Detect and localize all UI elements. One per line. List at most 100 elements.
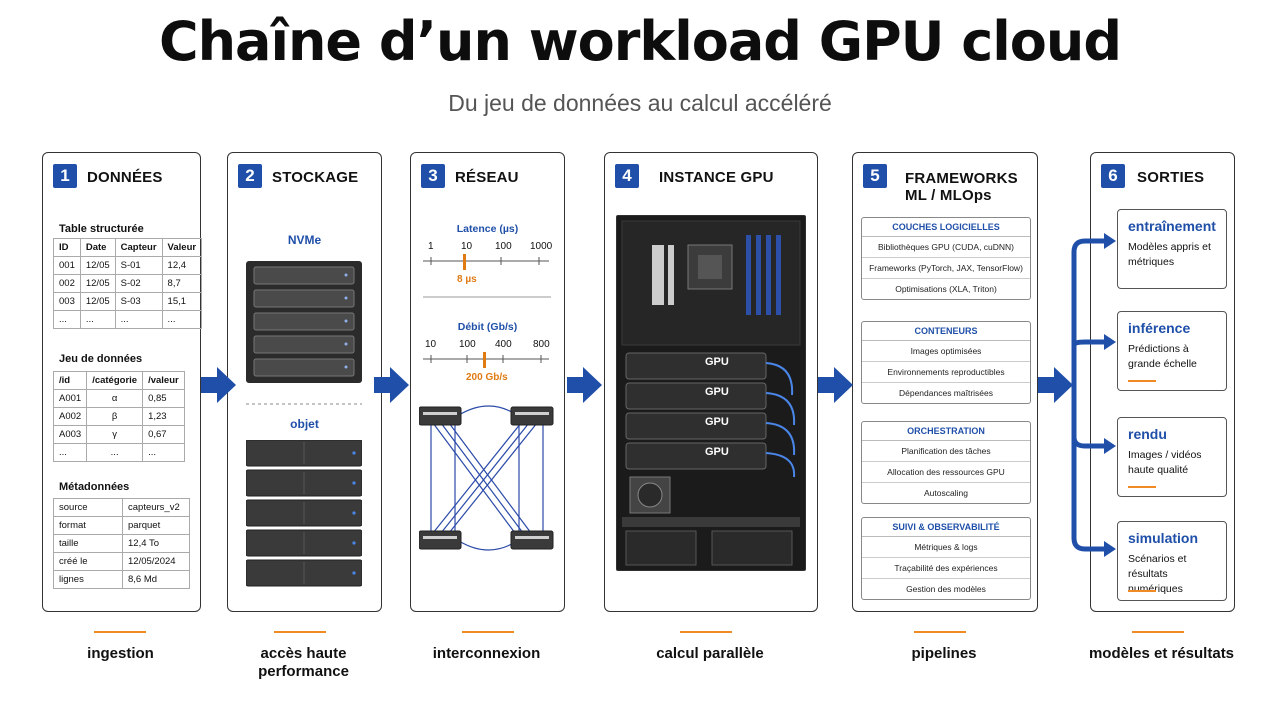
step-number-3: 3 (421, 164, 445, 188)
arrow-right-icon (374, 367, 409, 403)
table-cell: ... (79, 310, 116, 329)
fw-group-title: SUIVI & OBSERVABILITÉ (862, 518, 1030, 537)
page-subtitle: Du jeu de données au calcul accéléré (448, 90, 832, 116)
panel-title-frameworks-l2: ML / MLOps (905, 187, 992, 204)
latency-label: Latence (µs) (456, 223, 519, 235)
arrow-right-icon (201, 367, 236, 403)
panel-title-data: DONNÉES (87, 169, 163, 186)
table-cell: ... (142, 443, 185, 462)
meta-key: lignes (53, 570, 123, 589)
caption-pipelines: pipelines (911, 645, 977, 662)
table-row: ............ (53, 310, 203, 329)
output-inference: inférence Prédictions à grande échelle (1117, 311, 1227, 391)
fw-item: Métriques & logs (862, 537, 1030, 558)
fw-item: Frameworks (PyTorch, JAX, TensorFlow) (862, 258, 1030, 279)
output-desc: Scénarios et résultats numériques (1128, 553, 1187, 595)
panel-title-gpu-instance: INSTANCE GPU (659, 169, 774, 186)
fw-item: Bibliothèques GPU (CUDA, cuDNN) (862, 237, 1030, 258)
fw-item: Autoscaling (924, 488, 968, 498)
arrow-right-icon (1038, 367, 1073, 403)
caption-outputs: modèles et résultats (1088, 645, 1235, 662)
panel-frameworks: 5 FRAMEWORKS ML / MLOps COUCHES LOGICIEL… (852, 152, 1038, 612)
fw-group-title: ORCHESTRATION (862, 422, 1030, 441)
fw-item: Allocation des ressources GPU (862, 462, 1030, 483)
output-title: inférence (1128, 320, 1191, 336)
page-title: Chaîne d’un workload GPU cloud (158, 10, 1122, 73)
panel-network: 3 RÉSEAU Latence (µs) 1 10 100 1000 8 µs… (410, 152, 565, 612)
table-row: ......... (52, 443, 185, 462)
output-desc: Images / vidéos haute qualité (1128, 449, 1202, 476)
nvme-server-icon (246, 261, 362, 383)
panel-gpu-instance: 4 INSTANCE GPU GPU GPU GPU GPU (604, 152, 818, 612)
meta-value: 8,6 Md (122, 570, 190, 589)
caption-ingestion: ingestion (87, 645, 154, 662)
output-underline (1128, 380, 1156, 382)
bandwidth-tick: 10 (425, 339, 437, 350)
fw-group-orchestration: ORCHESTRATION Planification des tâches A… (861, 421, 1031, 504)
metadata-label: Métadonnées (59, 481, 130, 493)
output-underline (1128, 486, 1156, 488)
fw-group-software-layers: COUCHES LOGICIELLES Bibliothèques GPU (C… (861, 217, 1031, 300)
output-title: rendu (1128, 426, 1167, 442)
table-cell: S-03 (114, 292, 163, 311)
arrow-right-icon (818, 367, 853, 403)
arrow-head-icon (1104, 233, 1116, 249)
step-number-4: 4 (615, 164, 639, 188)
gpu-card-label: GPU (705, 416, 729, 428)
bandwidth-tick: 800 (533, 339, 550, 350)
table-cell: ... (52, 443, 88, 462)
output-desc: Prédictions à grande échelle (1128, 343, 1197, 370)
bandwidth-value: 200 Gb/s (466, 372, 508, 383)
fw-group-title: CONTENEURS (862, 322, 1030, 341)
structured-table-label: Table structurée (59, 223, 144, 235)
bandwidth-scale (423, 352, 549, 368)
caption-underline (462, 631, 514, 633)
panel-data: 1 DONNÉES Table structurée ID Date Capte… (42, 152, 203, 612)
latency-value: 8 µs (457, 274, 477, 285)
caption-underline (914, 631, 966, 633)
output-training: entraînement Modèles appris et métriques (1117, 209, 1227, 289)
nvme-label: NVMe (287, 233, 322, 247)
panel-title-frameworks-l1: FRAMEWORKS (905, 170, 1018, 187)
arrow-head-icon (1104, 334, 1116, 350)
step-number-1: 1 (53, 164, 77, 188)
arrow-head-icon (1104, 438, 1116, 454)
fw-item: Planification des tâches (862, 441, 1030, 462)
output-rendering: rendu Images / vidéos haute qualité (1117, 417, 1227, 497)
step-number-6: 6 (1101, 164, 1125, 188)
table-header: Valeur (161, 238, 203, 257)
gpu-server-chassis-icon (616, 215, 806, 571)
latency-scale (423, 254, 549, 270)
object-storage-label: objet (290, 417, 319, 431)
table-cell: 003 (53, 292, 81, 311)
panel-title-frameworks: FRAMEWORKS ML / MLOps (905, 170, 1018, 204)
table-cell: ... (114, 310, 163, 329)
output-underline (1128, 590, 1156, 592)
latency-tick: 1 (428, 241, 434, 252)
caption-underline (94, 631, 146, 633)
fw-item: Images optimisées (862, 341, 1030, 362)
panel-title-network: RÉSEAU (455, 169, 519, 186)
step-number-5: 5 (863, 164, 887, 188)
network-switch-diagram (419, 405, 554, 551)
output-title: entraînement (1128, 218, 1216, 234)
latency-tick: 100 (495, 241, 512, 252)
output-title: simulation (1128, 530, 1199, 546)
fw-item: Traçabilité des expériences (862, 558, 1030, 579)
object-storage-server-icon (246, 440, 362, 587)
arrow-head-icon (1104, 541, 1116, 557)
fw-item: Dépendances maîtrisées (898, 388, 994, 398)
fw-item: Gestion des modèles (906, 584, 986, 594)
fw-group-observability: SUIVI & OBSERVABILITÉ Métriques & logs T… (861, 517, 1031, 600)
caption-underline (680, 631, 732, 633)
fw-group-title: COUCHES LOGICIELLES (862, 218, 1030, 237)
panel-storage: 2 STOCKAGE NVMe objet (227, 152, 382, 612)
table-cell: ... (161, 310, 203, 329)
gpu-card-label: GPU (705, 446, 729, 458)
gpu-card-label: GPU (705, 386, 729, 398)
meta-value: 12/05/2024 (122, 552, 190, 571)
fw-item: Environnements reproductibles (862, 362, 1030, 383)
